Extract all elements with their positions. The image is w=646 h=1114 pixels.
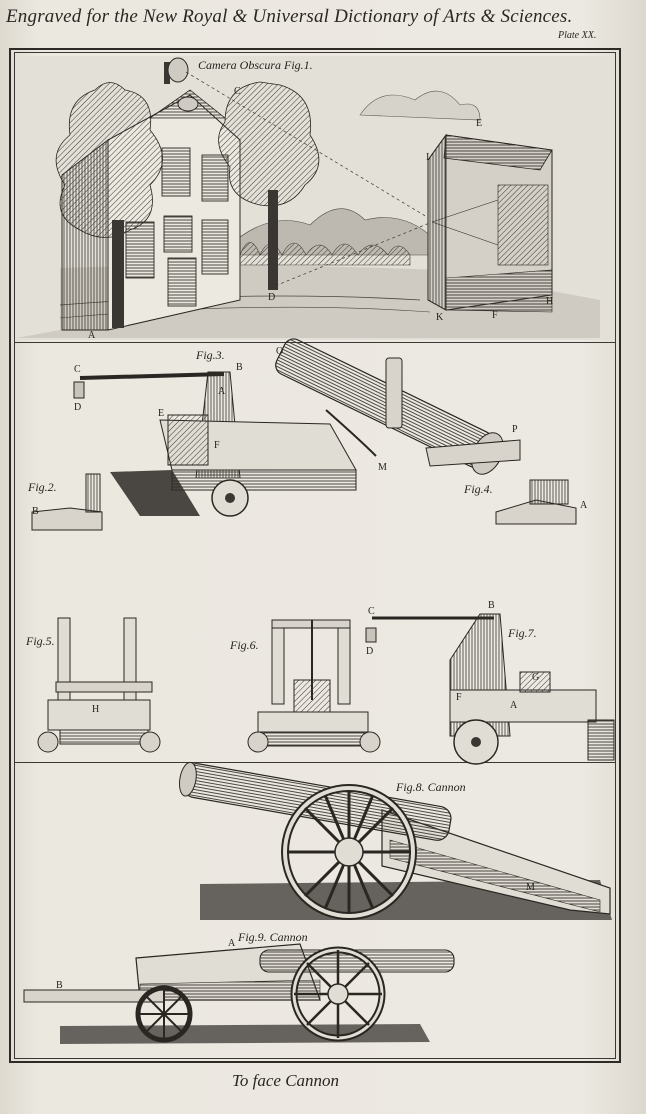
ref-letter: F (214, 440, 220, 451)
ref-letter: A (580, 500, 588, 511)
ref-letter: I (426, 152, 430, 163)
ref-letter: H (546, 296, 554, 307)
fig6-label: Fig.6. (230, 638, 259, 652)
fig5-label: Fig.5. (26, 634, 55, 648)
ref-letter: O (276, 346, 284, 357)
ref-letter: K (436, 312, 444, 323)
ref-letter: A (510, 700, 518, 711)
ref-letter: B (32, 506, 39, 517)
ref-letter: A (88, 330, 96, 341)
fig5-6-7-carriages (37, 613, 615, 765)
section-divider-1 (14, 342, 616, 343)
fig8-cannon (178, 761, 612, 920)
plate-inner-border (14, 52, 616, 1059)
footer-caption: To face Cannon (232, 1071, 340, 1090)
section-divider-2 (14, 762, 616, 763)
ref-letter: B (56, 980, 63, 991)
ref-letter: C (74, 364, 81, 375)
plate-header-title: Engraved for the New Royal & Universal D… (6, 6, 573, 27)
fig8-label: Fig.8. Cannon (396, 780, 466, 794)
ref-letter: H (92, 704, 100, 715)
ref-letter: B (488, 600, 495, 611)
fig2-label: Fig.2. (28, 480, 57, 494)
plate-outer-border (9, 48, 621, 1063)
fig3-label: Fig.3. (196, 348, 225, 362)
ref-letter: F (456, 692, 462, 703)
ref-letter: M (378, 462, 387, 473)
fig9-label: Fig.9. Cannon (238, 930, 308, 944)
ref-letter: P (512, 424, 518, 435)
ref-letter: C (234, 86, 241, 97)
ref-letter: D (366, 646, 374, 657)
ref-letter: A (228, 938, 236, 949)
ref-letter: M (526, 882, 535, 893)
ref-letter: C (368, 606, 375, 617)
ref-letter: A (218, 386, 226, 397)
fig9-cannon (23, 943, 455, 1044)
fig4-label: Fig.4. (464, 482, 493, 496)
ref-letter: G (532, 672, 540, 683)
ref-letter: E (476, 118, 483, 129)
ref-letter: D (268, 292, 276, 303)
ref-letter: E (158, 408, 165, 419)
ref-letter: D (74, 402, 82, 413)
fig3-gin-and-cannon (31, 338, 577, 531)
ref-letter: B (236, 362, 243, 373)
camera-obscura-scene (16, 56, 614, 340)
fig1-label: Camera Obscura Fig.1. (198, 58, 313, 72)
plate-number: Plate XX. (558, 30, 597, 41)
ref-letter: F (492, 310, 498, 321)
fig7-label: Fig.7. (508, 626, 537, 640)
